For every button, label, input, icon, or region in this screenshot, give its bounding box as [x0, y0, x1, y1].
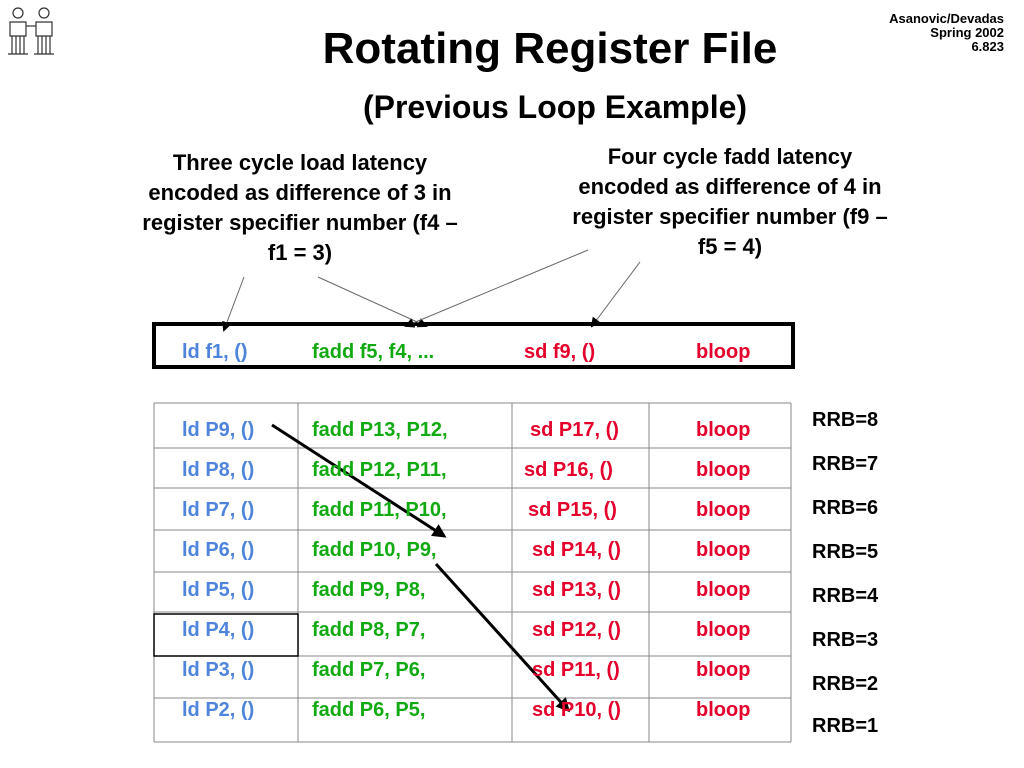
table-cell-sd: sd P16, ()	[524, 459, 613, 481]
dependency-arrow-fadd-to-sd	[434, 562, 571, 713]
table-cell-ld: ld P5, ()	[182, 579, 255, 601]
table-cell-ld: ld P3, ()	[182, 659, 255, 681]
unrolled-table-grid	[153, 402, 792, 743]
rrb-label: RRB=2	[812, 673, 879, 695]
load-note-pointer	[222, 276, 245, 332]
table-cell-sd: sd P11, ()	[532, 659, 620, 681]
table-cell-sd: sd P12, ()	[532, 619, 621, 641]
table-cell-bloop: bloop	[696, 579, 751, 601]
table-cell-sd: sd P15, ()	[528, 499, 617, 521]
table-cell-sd: sd P10, ()	[532, 699, 621, 721]
fadd-note-pointer-f5	[404, 249, 589, 328]
slide-subtitle: (Previous Loop Example)	[362, 89, 748, 125]
load-note-pointer-f4	[317, 276, 428, 328]
loop-body-fadd: fadd f5, f4, ...	[312, 341, 435, 363]
rrb-label: RRB=4	[812, 585, 879, 607]
table-cell-ld: ld P4, ()	[182, 619, 255, 641]
table-cell-fadd: fadd P8, P7,	[312, 619, 426, 641]
table-cell-bloop: bloop	[696, 419, 751, 441]
table-cell-bloop: bloop	[696, 619, 751, 641]
table-cell-sd: sd P14, ()	[532, 539, 621, 561]
dependency-arrow-ld-to-fadd	[271, 423, 447, 538]
highlight-cell-ld-p4	[153, 613, 299, 657]
table-cell-fadd: fadd P13, P12,	[312, 419, 448, 441]
table-cell-sd: sd P13, ()	[532, 579, 621, 601]
table-cell-fadd: fadd P7, P6,	[312, 659, 426, 681]
table-cell-fadd: fadd P10, P9,	[312, 539, 437, 561]
credit-term: Spring 2002	[930, 25, 1004, 40]
load-latency-note: Three cycle load latency encoded as diff…	[142, 150, 458, 265]
table-cell-fadd: fadd P9, P8,	[312, 579, 426, 601]
loop-body-sd: sd f9, ()	[524, 341, 596, 363]
fadd-latency-note: Four cycle fadd latency encoded as diffe…	[572, 144, 888, 259]
table-cell-fadd: fadd P12, P11,	[312, 459, 447, 481]
table-cell-bloop: bloop	[696, 459, 751, 481]
loop-body-bloop: bloop	[696, 341, 751, 363]
rrb-label: RRB=8	[812, 409, 879, 431]
table-cell-fadd: fadd P6, P5,	[312, 699, 426, 721]
fadd-note-pointer-f9	[590, 261, 641, 328]
course-credit: Asanovic/Devadas Spring 2002 6.823	[889, 12, 1004, 54]
table-cell-bloop: bloop	[696, 659, 751, 681]
loop-body-box	[152, 322, 795, 369]
rrb-label: RRB=7	[812, 453, 879, 475]
table-cell-ld: ld P8, ()	[182, 459, 255, 481]
table-cell-ld: ld P2, ()	[182, 699, 255, 721]
table-cell-bloop: bloop	[696, 539, 751, 561]
credit-course: 6.823	[971, 39, 1004, 54]
table-cell-bloop: bloop	[696, 699, 751, 721]
mit-logo-icon	[8, 7, 54, 55]
rrb-label: RRB=5	[812, 541, 879, 563]
table-cell-ld: ld P6, ()	[182, 539, 255, 561]
table-cell-ld: ld P9, ()	[182, 419, 255, 441]
rrb-label: RRB=6	[812, 497, 879, 519]
rrb-label: RRB=1	[812, 715, 879, 737]
credit-authors: Asanovic/Devadas	[889, 11, 1004, 26]
rrb-label: RRB=3	[812, 629, 879, 651]
table-cell-ld: ld P7, ()	[182, 499, 255, 521]
table-cell-sd: sd P17, ()	[530, 419, 619, 441]
loop-body-ld: ld f1, ()	[182, 341, 248, 363]
slide-title: Rotating Register File	[322, 24, 778, 73]
table-cell-bloop: bloop	[696, 499, 751, 521]
table-cell-fadd: fadd P11, P10,	[312, 499, 447, 521]
